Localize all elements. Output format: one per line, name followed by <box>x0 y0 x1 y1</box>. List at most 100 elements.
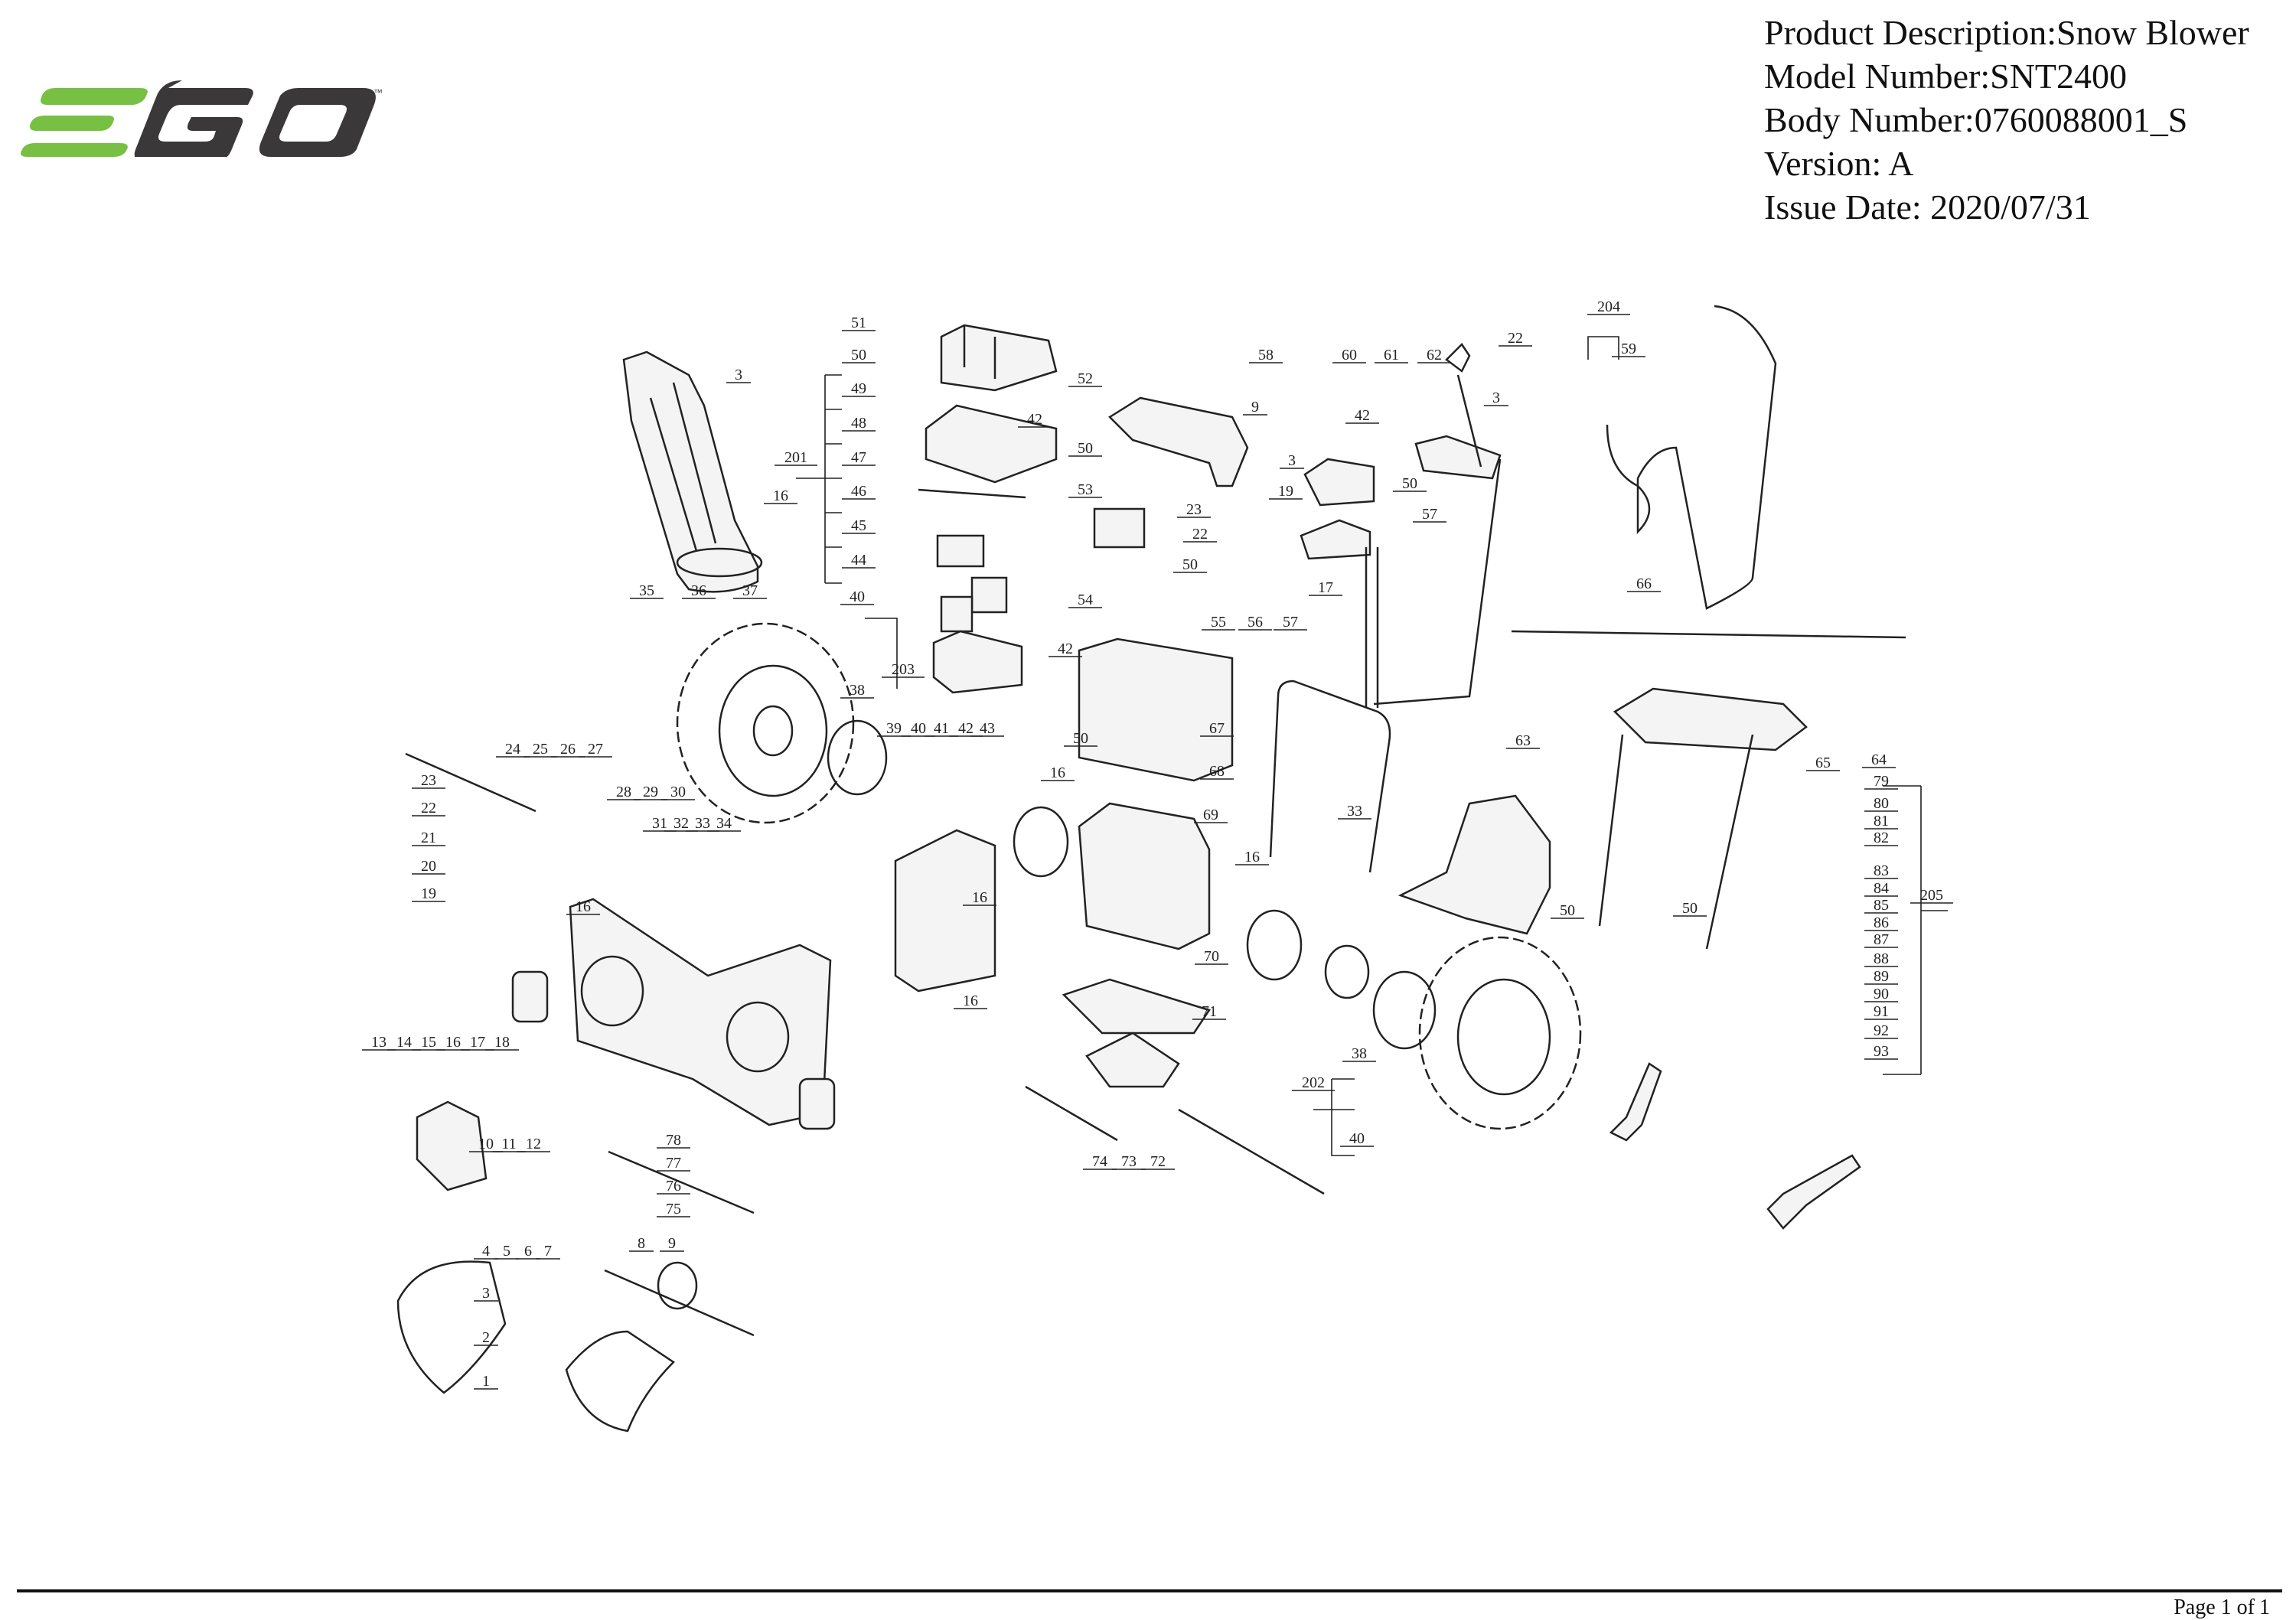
callout-number: 83 <box>1874 862 1889 879</box>
callout-93: 93 <box>1864 1043 1898 1060</box>
callout-number: 40 <box>1349 1130 1365 1147</box>
callout-27: 27 <box>579 741 612 758</box>
callout-89: 89 <box>1864 968 1898 985</box>
footer-divider <box>17 1589 2282 1592</box>
callout-15: 15 <box>412 1034 445 1051</box>
callout-number: 64 <box>1871 751 1887 768</box>
callout-number: 201 <box>784 449 807 466</box>
callout-84: 84 <box>1864 880 1898 897</box>
version: Version: A <box>1764 144 1914 183</box>
callout-number: 66 <box>1636 575 1652 592</box>
callout-number: 37 <box>742 582 758 599</box>
callout-number: 91 <box>1874 1003 1889 1020</box>
logo-green-bars <box>21 88 148 157</box>
callout-number: 50 <box>1073 730 1088 747</box>
callout-38: 38 <box>840 682 874 699</box>
callout-number: 90 <box>1874 986 1889 1002</box>
callout-79: 79 <box>1864 773 1898 790</box>
callout-number: 92 <box>1874 1022 1889 1039</box>
auger-gearbox <box>657 1261 698 1310</box>
callout-number: 22 <box>1192 526 1208 543</box>
callout-23: 23 <box>412 772 445 789</box>
callout-number: 205 <box>1920 887 1943 904</box>
impeller-cover <box>416 1100 488 1191</box>
callout-number: 9 <box>668 1235 676 1252</box>
callout-22: 22 <box>412 800 445 817</box>
callout-50: 50 <box>1673 900 1707 917</box>
callout-40: 40 <box>902 720 935 737</box>
rear-guard <box>1397 794 1551 935</box>
callout-91: 91 <box>1864 1003 1898 1020</box>
callout-63: 63 <box>1506 732 1540 749</box>
callout-number: 9 <box>1251 399 1259 416</box>
callout-number: 55 <box>1211 614 1226 631</box>
auger-shaft <box>604 1269 755 1337</box>
callout-number: 50 <box>1402 475 1417 492</box>
callout-85: 85 <box>1864 897 1898 914</box>
callout-number: 63 <box>1515 732 1531 749</box>
callout-50: 50 <box>1393 475 1427 492</box>
callout-number: 5 <box>503 1243 510 1260</box>
callout-30: 30 <box>661 784 695 800</box>
callout-25: 25 <box>523 741 557 758</box>
callout-number: 49 <box>851 380 866 397</box>
callout-24: 24 <box>496 741 530 758</box>
callout-42: 42 <box>949 720 983 737</box>
callout-57: 57 <box>1274 614 1307 631</box>
callout-9: 9 <box>660 1235 684 1252</box>
callout-59: 59 <box>1612 341 1645 357</box>
chassis-frame <box>1078 802 1211 950</box>
callout-number: 67 <box>1209 720 1225 737</box>
callout-number: 3 <box>1288 452 1296 469</box>
callout-number: 24 <box>505 741 520 758</box>
chute-crank <box>405 752 536 813</box>
callout-number: 71 <box>1202 1003 1217 1020</box>
callout-number: 18 <box>494 1034 510 1051</box>
callout-number: 42 <box>958 720 974 737</box>
callout-20: 20 <box>412 858 445 875</box>
top-housing <box>1078 396 1249 782</box>
callout-number: 23 <box>421 772 436 789</box>
axle-bracket <box>1025 1085 1118 1142</box>
callout-17: 17 <box>461 1034 494 1051</box>
callout-8: 8 <box>629 1235 654 1252</box>
wheel-right <box>1418 936 1582 1130</box>
callout-65: 65 <box>1806 755 1840 771</box>
callout-number: 8 <box>638 1235 645 1252</box>
drive-pedal <box>1766 1154 1861 1230</box>
callout-34: 34 <box>707 815 741 832</box>
callout-53: 53 <box>1068 481 1102 498</box>
callout-number: 52 <box>1078 370 1093 387</box>
callout-number: 19 <box>421 885 436 902</box>
callout-number: 12 <box>526 1136 541 1152</box>
callout-number: 7 <box>544 1243 552 1260</box>
issue-date: Issue Date: 2020/07/31 <box>1764 187 2091 227</box>
bracket-205 <box>1883 785 1948 1075</box>
callout-42: 42 <box>1018 411 1052 428</box>
callout-number: 3 <box>482 1285 490 1302</box>
callout-3: 3 <box>1484 390 1508 406</box>
callout-number: 50 <box>851 347 866 363</box>
callout-16: 16 <box>963 889 996 906</box>
bracket-201 <box>796 374 842 584</box>
callout-number: 50 <box>1560 902 1575 919</box>
callout-number: 17 <box>470 1034 485 1051</box>
callout-number: 70 <box>1204 948 1219 965</box>
callout-72: 72 <box>1141 1153 1175 1170</box>
callout-56: 56 <box>1238 614 1272 631</box>
callout-70: 70 <box>1195 948 1228 965</box>
auger-left <box>396 1260 507 1394</box>
callout-16: 16 <box>954 993 987 1009</box>
callout-number: 86 <box>1874 914 1889 931</box>
callout-number: 39 <box>886 720 902 737</box>
callout-number: 73 <box>1121 1153 1137 1170</box>
callout-39: 39 <box>877 720 911 737</box>
sprocket-right <box>1324 944 1370 999</box>
callout-number: 4 <box>482 1243 490 1260</box>
callout-7: 7 <box>536 1243 560 1260</box>
callout-number: 202 <box>1302 1074 1325 1091</box>
callout-number: 40 <box>850 588 865 605</box>
callout-36: 36 <box>682 582 716 599</box>
callout-number: 34 <box>716 815 732 832</box>
